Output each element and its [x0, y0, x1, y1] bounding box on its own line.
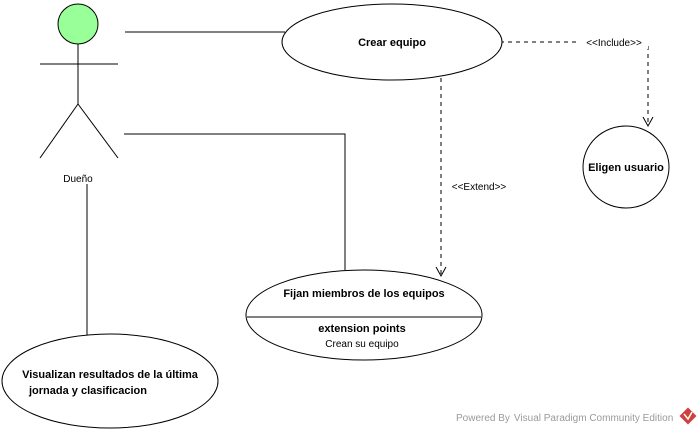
visual-paradigm-logo-icon: [679, 407, 697, 425]
actor-head: [57, 3, 99, 45]
actor-dueno[interactable]: Dueño: [39, 3, 119, 185]
use-case-label: Fijan miembros de los equipos: [283, 288, 444, 300]
watermark-text: Powered By Visual Paradigm Community Edi…: [456, 413, 673, 424]
actor-right-leg: [77, 103, 119, 159]
include-connector: [500, 41, 654, 128]
actor-left-leg: [39, 103, 79, 159]
use-case-label: Eligen usuario: [588, 162, 664, 174]
use-case-fijan-miembros[interactable]: Fijan miembros de los equipos extension …: [245, 269, 483, 361]
include-label-bg: [580, 35, 648, 49]
use-case-ellipse: [1, 333, 219, 429]
use-case-ellipse: [582, 125, 670, 209]
extension-point-item: Crean su equipo: [325, 339, 399, 350]
watermark: Powered By Visual Paradigm Community Edi…: [456, 407, 697, 425]
extension-points-title: extension points: [318, 323, 405, 335]
use-case-eligen-usuario[interactable]: Eligen usuario: [582, 125, 670, 209]
use-case-visualizan-resultados[interactable]: Visualizan resultados de la última jorna…: [1, 333, 219, 429]
include-relation[interactable]: <<Include>>: [500, 35, 654, 128]
extend-relation[interactable]: <<Extend>>: [435, 78, 514, 278]
extend-label-bg: [446, 179, 514, 193]
include-label: <<Include>>: [586, 38, 642, 49]
association-actor-fijan-miembros[interactable]: [124, 133, 346, 270]
use-case-ellipse: [245, 269, 483, 361]
extend-label: <<Extend>>: [452, 182, 507, 193]
use-case-crear-equipo[interactable]: Crear equipo: [281, 3, 503, 81]
use-case-label-line1: Visualizan resultados de la última: [22, 369, 199, 381]
use-case-label-line2: jornada y clasificacion: [28, 385, 147, 397]
use-case-label: Crear equipo: [358, 37, 426, 49]
actor-name: Dueño: [63, 174, 93, 185]
use-case-ellipse: [281, 3, 503, 81]
